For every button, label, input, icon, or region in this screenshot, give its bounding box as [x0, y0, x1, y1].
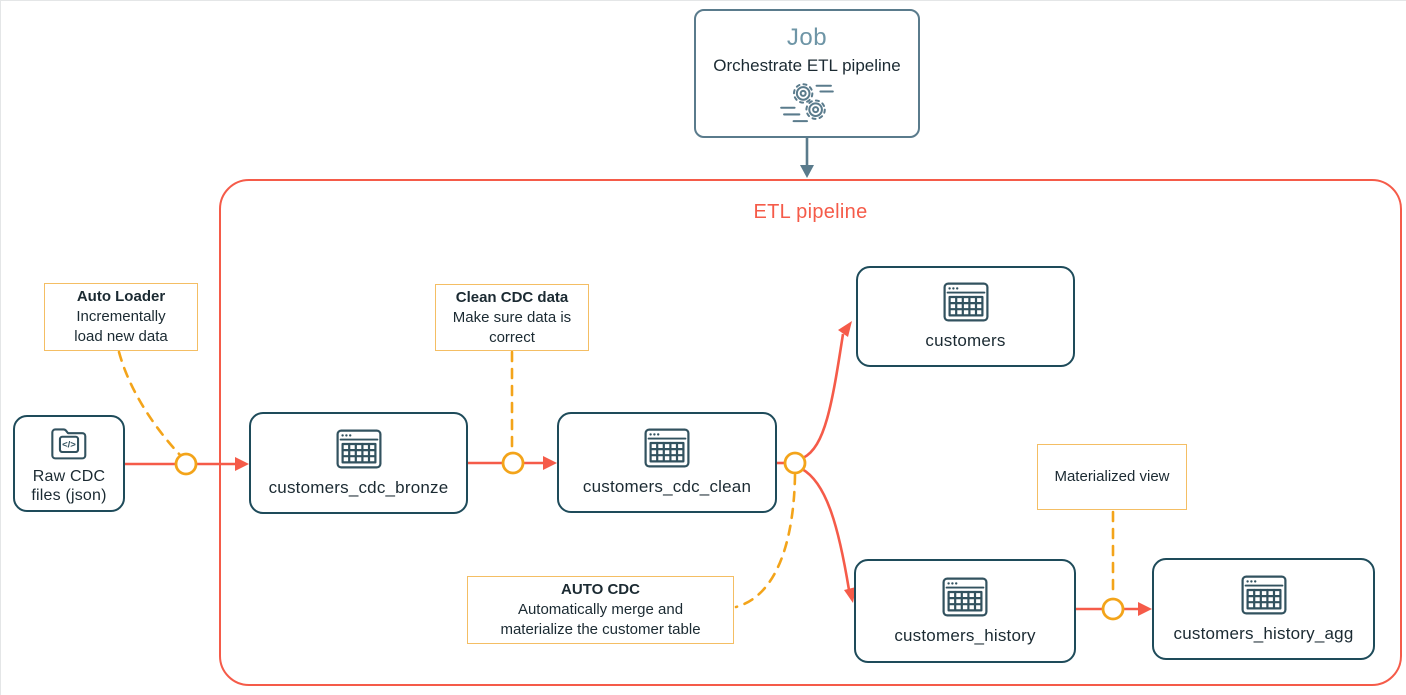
- table-icon: [336, 429, 382, 469]
- annotation-title: Auto Loader: [76, 288, 166, 305]
- node-customers: customers: [856, 266, 1075, 367]
- table-icon: [943, 282, 989, 322]
- annotation-auto-cdc: AUTO CDC Automatically merge and materia…: [467, 576, 734, 644]
- auto-loader-link: [117, 350, 182, 457]
- node-customers-cdc-clean: customers_cdc_clean: [557, 412, 777, 513]
- node-customers-cdc-bronze: customers_cdc_bronze: [249, 412, 468, 514]
- node-label: customers_cdc_clean: [582, 477, 752, 496]
- job-title: Job: [786, 23, 828, 51]
- job-subtitle: Orchestrate ETL pipeline: [713, 55, 901, 75]
- table-icon: [644, 428, 690, 468]
- table-icon: [1241, 575, 1287, 615]
- annotation-body: Materialized view: [1054, 468, 1170, 485]
- annotation-materialized-view: Materialized view: [1037, 444, 1187, 510]
- gears-icon: [778, 80, 836, 124]
- annotation-body: Automatically merge and materialize the …: [500, 601, 701, 638]
- node-label: Raw CDC files (json): [31, 468, 107, 504]
- node-raw-cdc-files: Raw CDC files (json): [13, 415, 125, 512]
- node-label: customers: [925, 331, 1006, 350]
- etl-pipeline-title: ETL pipeline: [753, 201, 868, 223]
- node-label: customers_history: [894, 625, 1036, 645]
- annotation-clean-cdc-data: Clean CDC data Make sure data is correct: [435, 284, 589, 351]
- code-folder-icon: [47, 422, 91, 462]
- job-to-pipeline-arrow: [800, 138, 814, 178]
- node-label: customers_history_agg: [1173, 623, 1354, 643]
- connector-dot: [174, 452, 198, 476]
- annotation-body: Incrementally load new data: [74, 308, 168, 345]
- etl-pipeline-container: ETL pipeline: [219, 179, 1402, 686]
- table-icon: [942, 577, 988, 617]
- annotation-body: Make sure data is correct: [452, 308, 572, 346]
- annotation-title: Clean CDC data: [455, 288, 569, 306]
- node-customers-history: customers_history: [854, 559, 1076, 663]
- job-box: Job Orchestrate ETL pipeline: [694, 9, 920, 138]
- node-label: customers_cdc_bronze: [268, 477, 449, 497]
- annotation-title: AUTO CDC: [561, 581, 640, 598]
- annotation-auto-loader: Auto Loader Incrementally load new data: [44, 283, 198, 351]
- node-customers-history-agg: customers_history_agg: [1152, 558, 1375, 660]
